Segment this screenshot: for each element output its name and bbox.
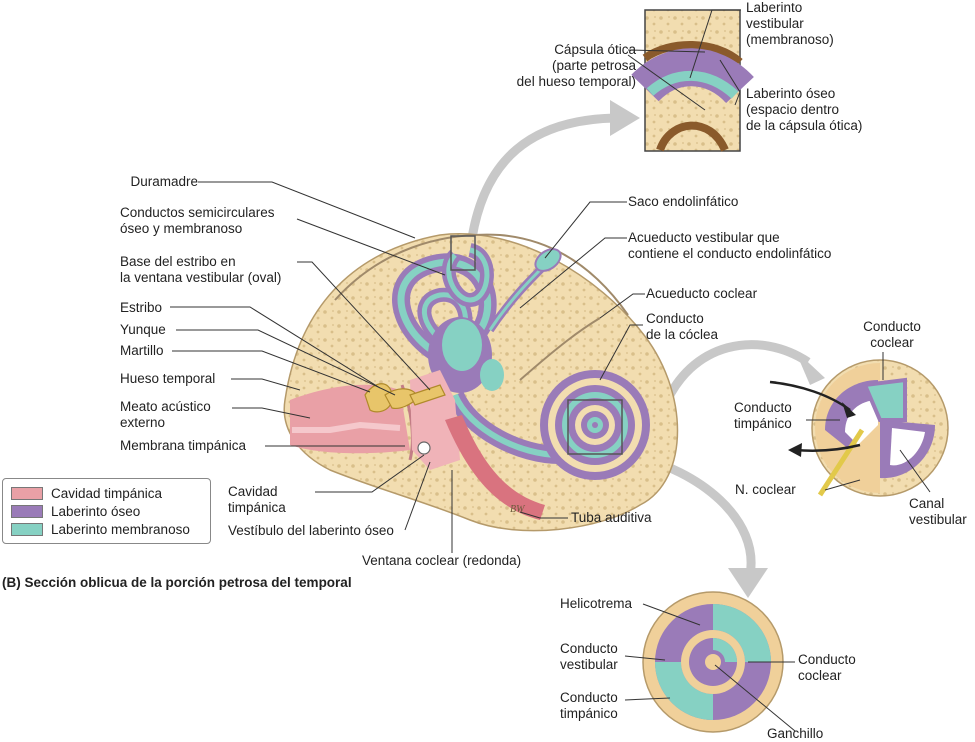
label-duramadre: Duramadre [130,174,198,189]
label-tuba-auditiva: Tuba auditiva [571,510,652,525]
legend-label: Cavidad timpánica [51,485,163,501]
legend-swatch [11,504,43,518]
inset-helicotrema [642,591,784,733]
label-conducto-timpanico-bottom: Conducto timpánico [560,690,618,721]
label-base-estribo: Base del estribo en la ventana vestibula… [120,254,282,285]
legend-label: Laberinto óseo [51,503,141,519]
label-ventana-coclear: Ventana coclear (redonda) [362,553,522,568]
label-conducto-coclea: Conducto de la cóclea [646,311,719,342]
legend-item-membranous: Laberinto membranoso [11,520,202,538]
label-conducto-timpanico-right: Conducto timpánico [734,400,792,431]
label-conductos-semicirculares: Conductos semicirculares óseo y membrano… [120,205,275,236]
label-canal-vestibular: Canal vestibular [909,496,967,527]
label-meato: Meato acústico externo [120,399,211,430]
label-conducto-coclear-bottom: Conducto coclear [798,652,856,683]
label-acueducto-coclear: Acueducto coclear [646,286,758,301]
label-acueducto-vestibular: Acueducto vestibular que contiene el con… [628,230,832,261]
label-conducto-vestibular: Conducto vestibular [560,641,618,672]
flow-arrow-out [794,443,861,453]
legend-item-bony: Laberinto óseo [11,502,202,520]
label-conducto-coclear-top: Conducto coclear [863,319,921,350]
illustrator-signature: BW [510,504,526,515]
temporal-bone-section: BW [283,233,679,532]
arrowhead-right [795,350,825,385]
legend-item-tympanic: Cavidad timpánica [11,484,202,502]
legend: Cavidad timpánica Laberinto óseo Laberin… [2,478,211,544]
leader-lines [170,9,931,732]
label-hueso-temporal: Hueso temporal [120,371,216,386]
auditory-tube [445,415,545,520]
label-estribo: Estribo [120,300,163,315]
legend-swatch [11,486,43,500]
canal-zoom-box [450,235,476,271]
label-martillo: Martillo [120,343,164,358]
zoom-arrow-top [467,113,616,239]
label-n-coclear: N. coclear [735,482,796,497]
arrowhead-bottom [728,568,768,598]
legend-swatch [11,522,43,536]
label-cavidad-timpanica: Cavidad timpánica [228,484,286,515]
inset-cochlear-cross-section [769,359,949,497]
cochlea-zoom-box [567,399,623,455]
inset-otic-capsule [631,9,754,152]
label-membrana-timpanica: Membrana timpánica [120,438,247,453]
label-laberinto-oseo: Laberinto óseo (espacio dentro de la cáp… [746,86,863,133]
label-vestibulo: Vestíbulo del laberinto óseo [228,523,394,538]
label-saco-endolinfatico: Saco endolinfático [628,194,739,209]
endolymphatic-sac [534,248,562,272]
zoom-arrow-right [658,340,811,412]
figure-caption: (B) Sección oblicua de la porción petros… [2,575,352,590]
legend-label: Laberinto membranoso [51,521,190,537]
label-capsula-otica: Cápsula ótica (parte petrosa del hueso t… [516,42,636,89]
label-ganchillo: Ganchillo [767,726,824,741]
label-yunque: Yunque [120,322,166,337]
label-laberinto-vestibular: Laberinto vestibular (membranoso) [746,0,834,47]
label-helicotrema: Helicotrema [560,596,633,611]
arrowhead-top [610,100,640,136]
cochlea-spiral [540,370,650,480]
